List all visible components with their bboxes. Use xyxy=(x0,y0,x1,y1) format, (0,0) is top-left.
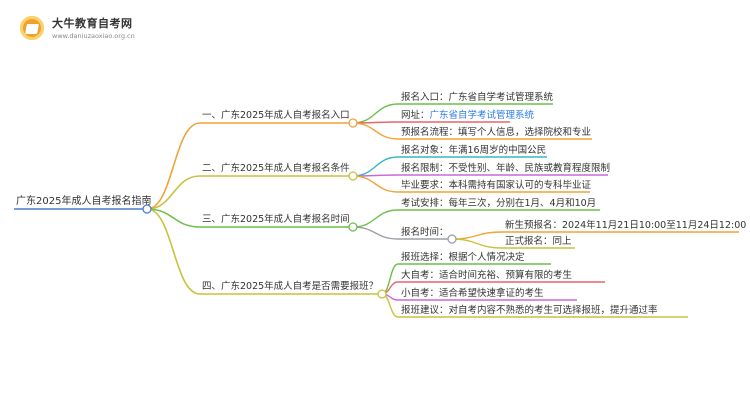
branch-2-item-3-label: 毕业要求：本科需持有国家认可的专科毕业证 xyxy=(401,180,592,191)
branch-1-item-2-prefix: 网址： xyxy=(401,110,430,121)
branch-1-label: 一、广东2025年成人自考报名入口 xyxy=(202,110,350,121)
root-to-branch-3-connector xyxy=(146,208,201,228)
branch-4-label: 四、广东2025年成人自考是否需要报班？ xyxy=(202,281,379,292)
exam-system-link[interactable]: 广东省自学考试管理系统 xyxy=(429,110,535,121)
branch-4-item-4-label: 报班建议：对自考内容不熟悉的考生可选择报班，提升通过率 xyxy=(401,305,658,316)
branch-2-item-1-label: 报名对象：年满16周岁的中国公民 xyxy=(401,145,547,156)
root-to-branch-1-connector xyxy=(146,122,201,210)
branch-1-node xyxy=(348,118,358,128)
branch-1-item-2-label: 网址：广东省自学考试管理系统 xyxy=(401,110,534,122)
root-to-branch-2-connector xyxy=(146,175,201,210)
branch-1-to-item-3-connector xyxy=(352,122,399,140)
branch-2-item-2-label: 报名限制：不受性别、年龄、民族或教育程度限制 xyxy=(401,163,611,174)
branch-3-label: 三、广东2025年成人自考报名时间 xyxy=(202,214,350,225)
branch-2-to-item-3-connector xyxy=(352,175,399,193)
branch-3-to-item-1-connector xyxy=(352,209,399,228)
root-label: 广东2025年成人自考报名指南 xyxy=(16,196,152,207)
registration-formal-label: 正式报名：同上 xyxy=(505,236,572,247)
logo-badge-icon xyxy=(20,16,44,40)
root-to-branch-4-connector xyxy=(146,208,201,295)
logo-name: 大牛教育自考网 xyxy=(52,17,133,30)
branch-1-item-1-label: 报名入口：广东省自学考试管理系统 xyxy=(401,92,554,103)
branch-3-item-1-label: 考试安排：每年三次，分别在1月、4月和10月 xyxy=(401,198,597,209)
branch-1-item-3-label: 预报名流程：填写个人信息，选择院校和专业 xyxy=(401,127,592,138)
root-node xyxy=(142,204,152,214)
branch-3-item-2-label: 报名时间： xyxy=(401,227,449,238)
branch-4-node xyxy=(377,289,387,299)
registration-new-label: 新生预报名：2024年11月21日10:00至11月24日12:00 xyxy=(505,220,747,231)
branch-4-item-2-label: 大自考：适合时间充裕、预算有限的考生 xyxy=(401,270,573,281)
registration-sub-1-connector xyxy=(451,231,503,240)
branch-4-item-1-label: 报班选择：根据个人情况决定 xyxy=(401,252,525,263)
registration-time-node xyxy=(447,234,457,244)
branch-1-to-item-1-connector xyxy=(352,103,399,124)
branch-2-label: 二、广东2025年成人自考报名条件 xyxy=(202,163,350,174)
branch-2-node xyxy=(348,171,358,181)
branch-3-to-item-2-connector xyxy=(352,226,399,240)
branch-3-node xyxy=(348,222,358,232)
registration-sub-2-connector xyxy=(451,238,503,249)
branch-2-to-item-1-connector xyxy=(352,156,399,177)
logo-url: www.daniuzaoxiao.org.cn xyxy=(52,32,135,40)
branch-4-to-item-1-connector xyxy=(381,263,399,295)
branch-4-item-3-label: 小自考：适合希望快速拿证的考生 xyxy=(401,288,544,299)
site-logo[interactable]: 大牛教育自考网 www.daniuzaoxiao.org.cn xyxy=(20,14,135,48)
